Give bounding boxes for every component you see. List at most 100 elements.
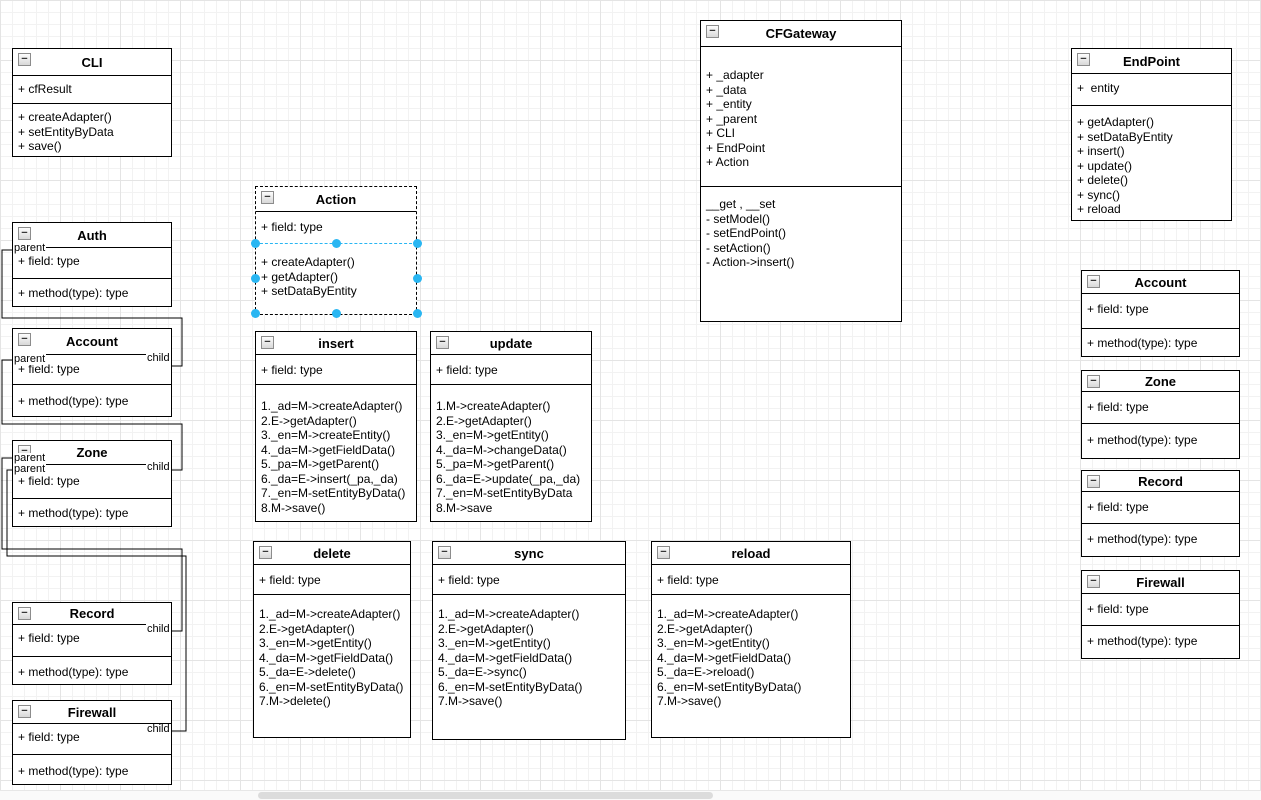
uml-class-reload[interactable]: − reload + field: type 1._ad=M->createAd… (651, 541, 851, 738)
class-methods-compartment[interactable]: 1._ad=M->createAdapter()2.E->getAdapter(… (254, 594, 410, 737)
uml-class-sync[interactable]: − sync + field: type 1._ad=M->createAdap… (432, 541, 626, 740)
method-line[interactable]: + getAdapter() (261, 269, 339, 284)
method-line[interactable]: 7._en=M-setEntityByData() (261, 486, 406, 500)
method-line[interactable]: 6._en=M-setEntityByData() (657, 679, 802, 694)
field-line[interactable]: + field: type (18, 631, 80, 645)
method-line[interactable]: + insert() (1077, 144, 1125, 158)
class-title-bar[interactable]: − Record (1082, 471, 1239, 491)
uml-class-firewall-right[interactable]: − Firewall + field: type + method(type):… (1081, 570, 1240, 659)
class-title-bar[interactable]: − update (431, 332, 591, 354)
field-line[interactable]: + entity (1077, 81, 1120, 95)
method-line[interactable]: 1._ad=M->createAdapter() (261, 399, 403, 413)
edge-zone-firewall[interactable] (6, 469, 187, 732)
class-title-bar[interactable]: − Firewall (13, 701, 171, 723)
class-fields-compartment[interactable]: + field: type (1082, 593, 1239, 625)
selection-handle-nw[interactable] (250, 238, 260, 248)
collapse-icon[interactable]: − (18, 227, 31, 240)
method-line[interactable]: 1.M->createAdapter() (436, 399, 551, 413)
class-title-bar[interactable]: − Account (13, 329, 171, 354)
method-line[interactable]: 3._en=M->getEntity() (438, 636, 551, 650)
uml-class-record-left[interactable]: − Record + field: type + method(type): t… (12, 602, 172, 685)
method-line[interactable]: 3._en=M->getEntity() (259, 636, 372, 650)
method-line[interactable]: 7._en=M-setEntityByData (436, 486, 573, 500)
class-methods-compartment[interactable]: + method(type): type (1082, 523, 1239, 556)
method-line[interactable]: + method(type): type (1087, 336, 1198, 350)
class-methods-compartment[interactable]: __get , __set- setModel()- setEndPoint()… (701, 186, 901, 321)
field-line[interactable]: + field: type (18, 730, 80, 744)
method-line[interactable]: 5._da=E->sync() (438, 665, 527, 679)
uml-class-record-right[interactable]: − Record + field: type + method(type): t… (1081, 470, 1240, 557)
collapse-icon[interactable]: − (1087, 375, 1100, 388)
method-line[interactable]: 5._da=E->delete() (259, 665, 356, 679)
class-title-bar[interactable]: − Auth (13, 223, 171, 247)
class-fields-compartment[interactable]: + field: type (254, 564, 410, 594)
field-line[interactable]: + field: type (436, 363, 498, 377)
class-methods-compartment[interactable]: + createAdapter()+ setEntityByData+ save… (13, 103, 171, 156)
class-fields-compartment[interactable]: + field: type (13, 354, 171, 384)
class-fields-compartment[interactable]: + field: type (1082, 391, 1239, 423)
method-line[interactable]: + setEntityByData (18, 124, 114, 139)
class-fields-compartment[interactable]: + field: type (433, 564, 625, 594)
field-line[interactable]: + _adapter (706, 68, 764, 82)
collapse-icon[interactable]: − (657, 546, 670, 559)
method-line[interactable]: + getAdapter() (1077, 115, 1155, 129)
class-fields-compartment[interactable]: + field: type (1082, 293, 1239, 328)
class-methods-compartment[interactable]: 1.M->createAdapter()2.E->getAdapter()3._… (431, 384, 591, 521)
class-fields-compartment[interactable]: + field: type (13, 247, 171, 278)
class-fields-compartment[interactable]: + field: type (256, 354, 416, 384)
field-line[interactable]: + field: type (18, 474, 80, 488)
selection-handle-e[interactable] (412, 273, 422, 283)
uml-class-zone-right[interactable]: − Zone + field: type + method(type): typ… (1081, 370, 1240, 459)
method-line[interactable]: 2.E->getAdapter() (657, 621, 753, 636)
class-methods-compartment[interactable]: + getAdapter()+ setDataByEntity+ insert(… (1072, 105, 1231, 220)
method-line[interactable]: + reload (1077, 202, 1121, 216)
selection-handle-sw[interactable] (250, 308, 260, 318)
class-fields-compartment[interactable]: + field: type (652, 564, 850, 594)
method-line[interactable]: + method(type): type (18, 665, 129, 679)
method-line[interactable]: 3._en=M->createEntity() (261, 428, 391, 442)
class-title-bar[interactable]: − Firewall (1082, 571, 1239, 593)
class-fields-compartment[interactable]: + field: type (13, 723, 171, 754)
method-line[interactable]: 4._da=M->getFieldData() (438, 650, 573, 665)
class-methods-compartment[interactable]: + method(type): type (1082, 328, 1239, 356)
method-line[interactable]: + save() (18, 139, 62, 153)
uml-class-firewall-left[interactable]: − Firewall + field: type + method(type):… (12, 700, 172, 785)
method-line[interactable]: 5._pa=M->getParent() (261, 457, 380, 471)
method-line[interactable]: - setAction() (706, 240, 771, 255)
method-line[interactable]: 1._ad=M->createAdapter() (259, 607, 401, 621)
collapse-icon[interactable]: − (1077, 53, 1090, 66)
edge-account-zone[interactable] (1, 359, 183, 471)
field-line[interactable]: + field: type (1087, 602, 1149, 616)
method-line[interactable]: + createAdapter() (261, 255, 355, 269)
field-line[interactable]: + _data (706, 82, 747, 97)
field-line[interactable]: + field: type (1087, 400, 1149, 414)
class-title-bar[interactable]: − Record (13, 603, 171, 624)
collapse-icon[interactable]: − (261, 191, 274, 204)
collapse-icon[interactable]: − (18, 705, 31, 718)
method-line[interactable]: + method(type): type (1087, 634, 1198, 648)
field-line[interactable]: + Action (706, 155, 750, 169)
method-line[interactable]: 4._da=M->changeData() (436, 442, 567, 457)
edge-zone-record[interactable] (1, 457, 183, 632)
class-title-bar[interactable]: − Action (256, 187, 416, 211)
class-methods-compartment[interactable]: 1._ad=M->createAdapter()2.E->getAdapter(… (652, 594, 850, 737)
method-line[interactable]: + createAdapter() (18, 110, 112, 124)
field-line[interactable]: + field: type (261, 363, 323, 377)
method-line[interactable]: + setDataByEntity (261, 284, 357, 298)
collapse-icon[interactable]: − (18, 607, 31, 620)
method-line[interactable]: 6._da=E->insert(_pa,_da) (261, 471, 398, 486)
field-line[interactable]: + _parent (706, 111, 758, 126)
method-line[interactable]: 4._da=M->getFieldData() (261, 442, 396, 457)
uml-class-delete[interactable]: − delete + field: type 1._ad=M->createAd… (253, 541, 411, 738)
class-title-bar[interactable]: − CLI (13, 49, 171, 75)
class-methods-compartment[interactable]: + method(type): type (13, 278, 171, 306)
class-title-bar[interactable]: − delete (254, 542, 410, 564)
method-line[interactable]: 6._en=M-setEntityByData() (438, 679, 583, 694)
collapse-icon[interactable]: − (18, 333, 31, 346)
collapse-icon[interactable]: − (1087, 475, 1100, 488)
uml-class-cli[interactable]: − CLI + cfResult + createAdapter()+ setE… (12, 48, 172, 157)
collapse-icon[interactable]: − (18, 53, 31, 66)
uml-class-update[interactable]: − update + field: type 1.M->createAdapte… (430, 331, 592, 522)
method-line[interactable]: + method(type): type (18, 764, 129, 778)
